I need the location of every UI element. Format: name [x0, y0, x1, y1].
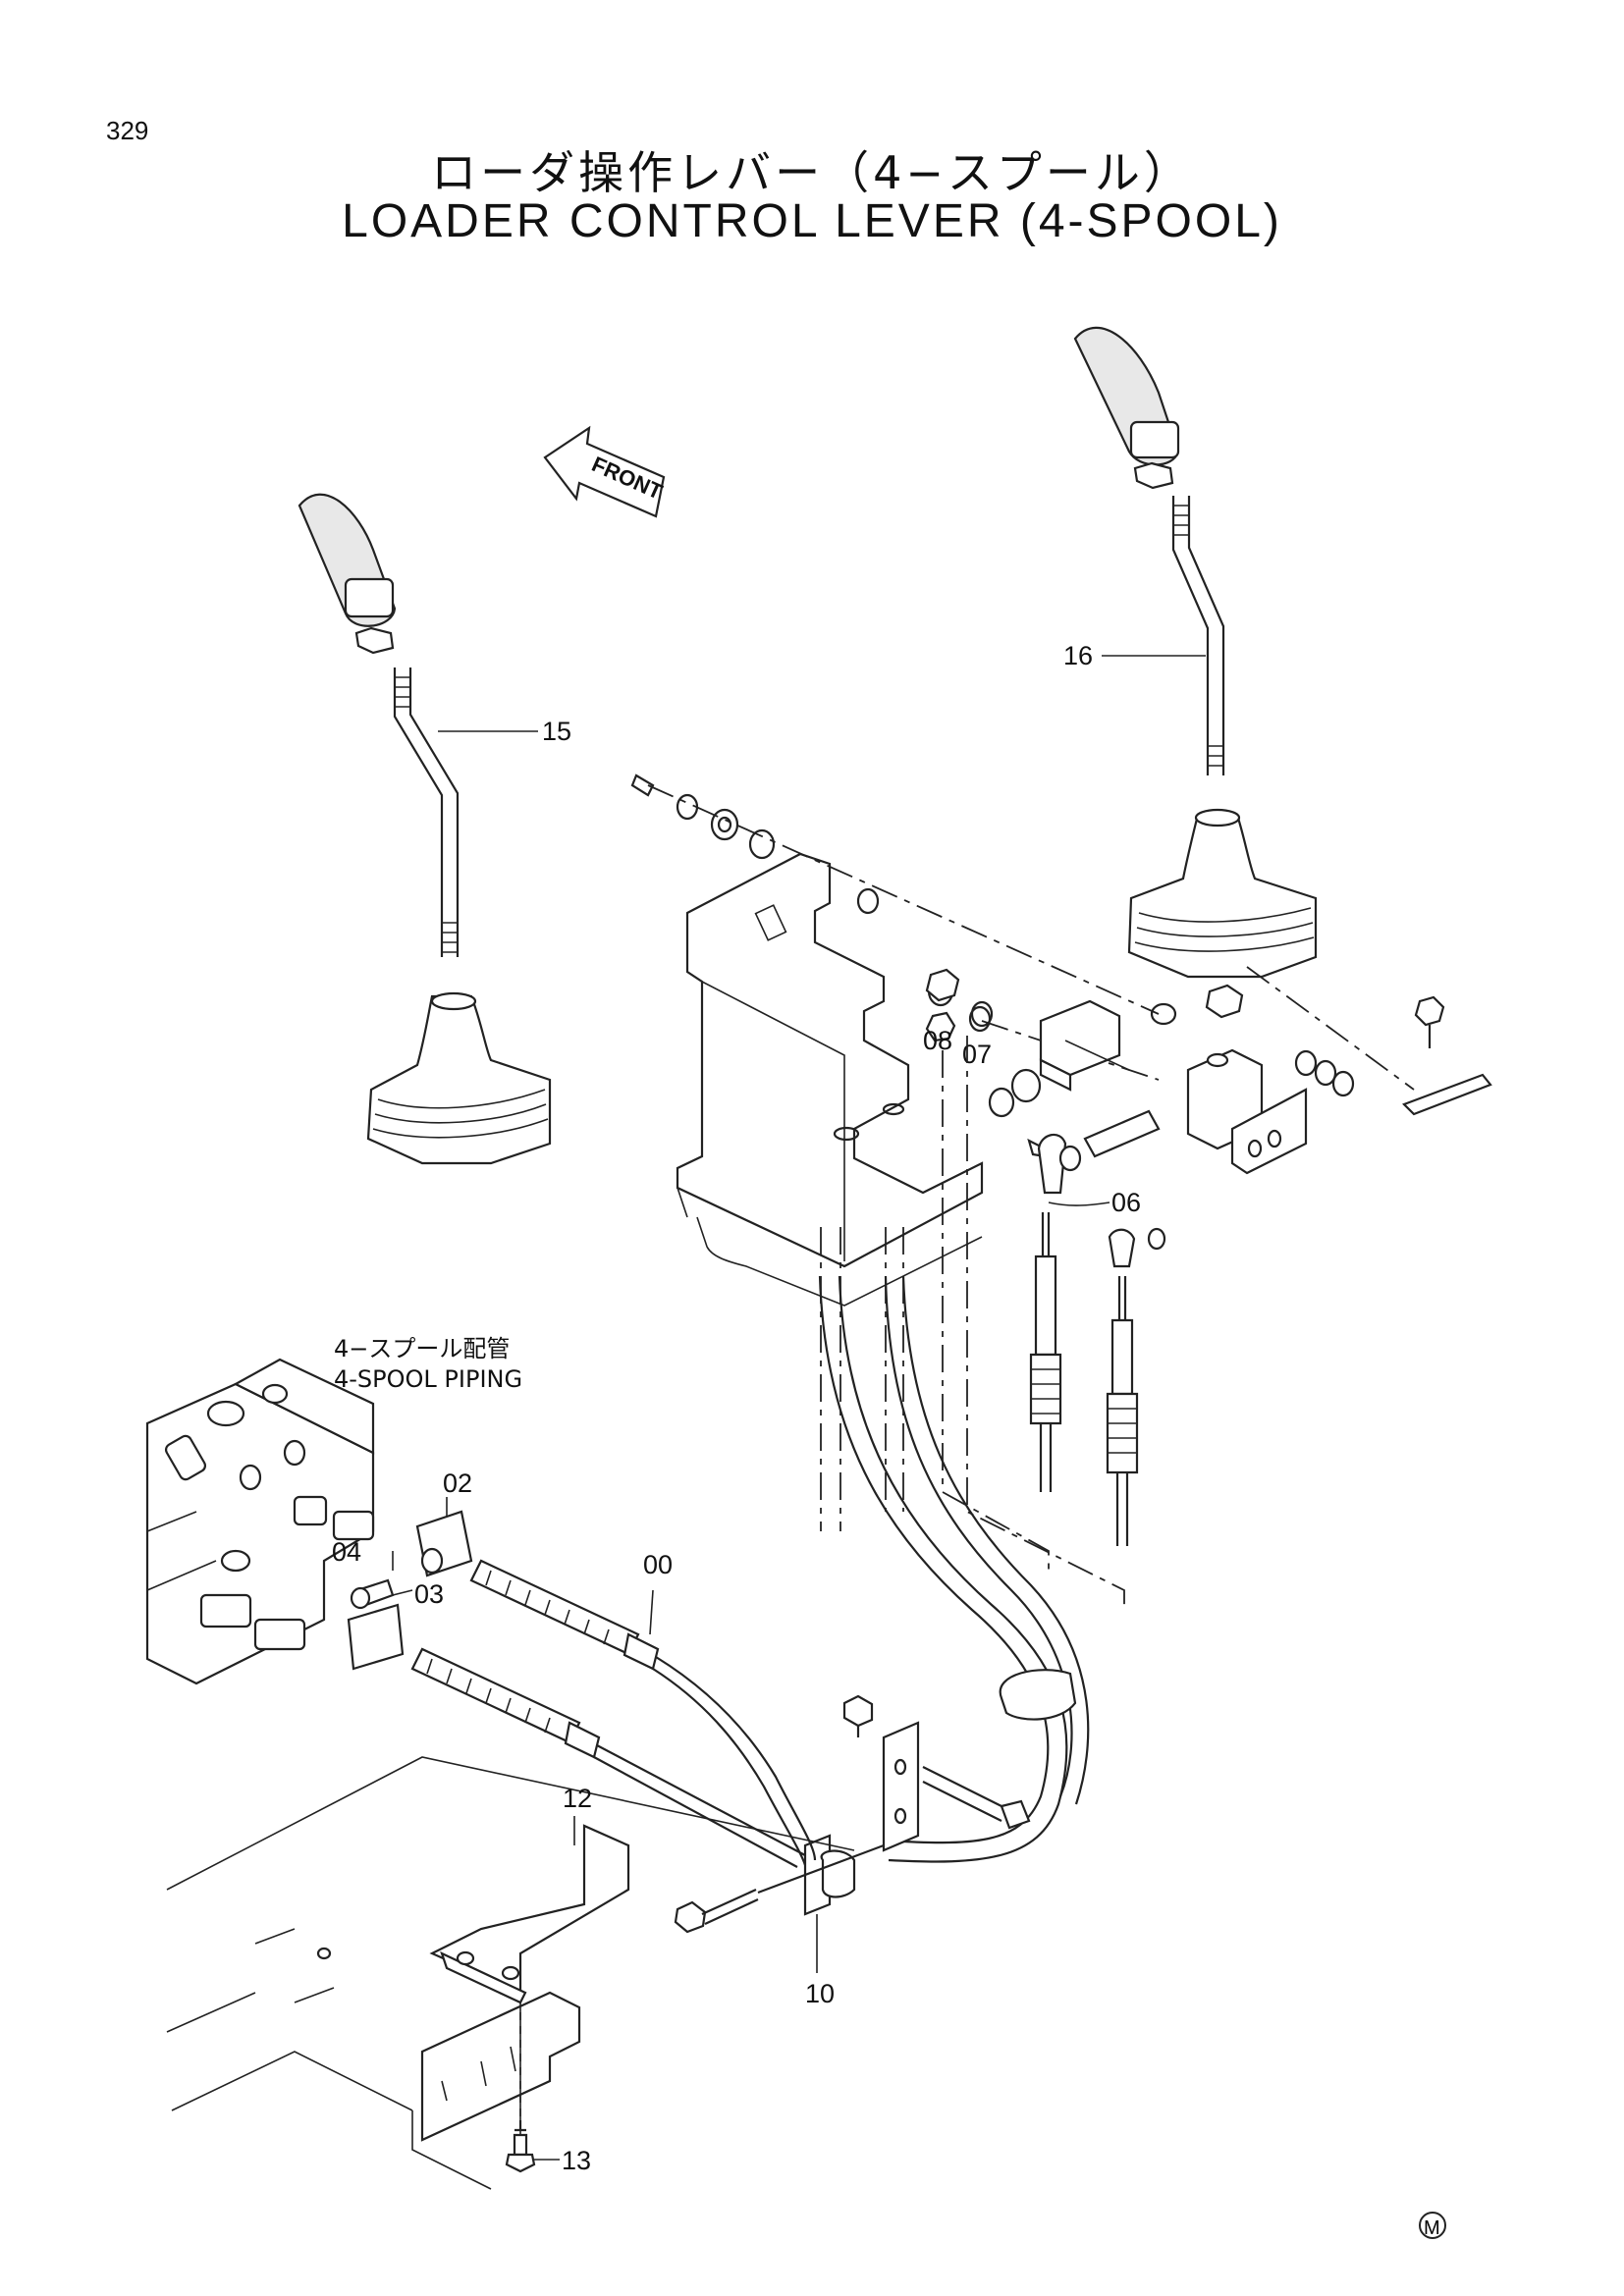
- stopper-plate: [1246, 966, 1492, 1116]
- piping-note-japanese: 4−スプール配管: [334, 1335, 510, 1362]
- lever-mounting-bracket: [676, 852, 984, 1307]
- corner-mark-icon: M: [1419, 2212, 1446, 2239]
- support-bracket: [674, 1694, 1031, 1934]
- piping-note-english: 4-SPOOL PIPING: [334, 1365, 522, 1393]
- callout-04: 04: [332, 1537, 361, 1567]
- clevis-links: 02 04 03: [332, 1468, 473, 1671]
- spring-pin: 06: [1027, 1109, 1166, 1268]
- page-number: 329: [106, 116, 149, 145]
- callout-13: 13: [562, 2146, 591, 2175]
- page-title-japanese: ローダ操作レバー（4−スプール）: [431, 146, 1193, 199]
- cable-clamp: 10: [803, 1669, 1077, 2008]
- callout-10: 10: [805, 1979, 835, 2008]
- callout-15: 15: [542, 717, 571, 746]
- pivot-housing: [1186, 984, 1355, 1175]
- callout-02: 02: [443, 1468, 472, 1498]
- floor-plate: 12: [166, 1756, 855, 2190]
- callout-06: 06: [1111, 1188, 1141, 1217]
- push-pull-cables: [942, 1036, 1139, 1610]
- bolt-13: 13: [505, 2120, 591, 2175]
- callout-16: 16: [1063, 641, 1093, 670]
- corner-mark-label: M: [1424, 2217, 1440, 2239]
- front-arrow-icon: FRONT: [543, 425, 667, 518]
- control-cables: 00: [410, 1550, 817, 1868]
- pivot-block: [1039, 999, 1130, 1092]
- callout-12: 12: [563, 1784, 592, 1813]
- callout-03: 03: [414, 1579, 444, 1609]
- left-lever-boot: [366, 991, 552, 1165]
- callout-00: 00: [643, 1550, 673, 1579]
- right-control-lever: 16: [1063, 326, 1225, 775]
- control-valve: [145, 1358, 375, 1685]
- callout-08: 08: [923, 1026, 952, 1055]
- left-control-lever: 15: [298, 493, 571, 957]
- page-title-english: LOADER CONTROL LEVER (4-SPOOL): [342, 195, 1282, 247]
- right-lever-boot: [1127, 808, 1318, 979]
